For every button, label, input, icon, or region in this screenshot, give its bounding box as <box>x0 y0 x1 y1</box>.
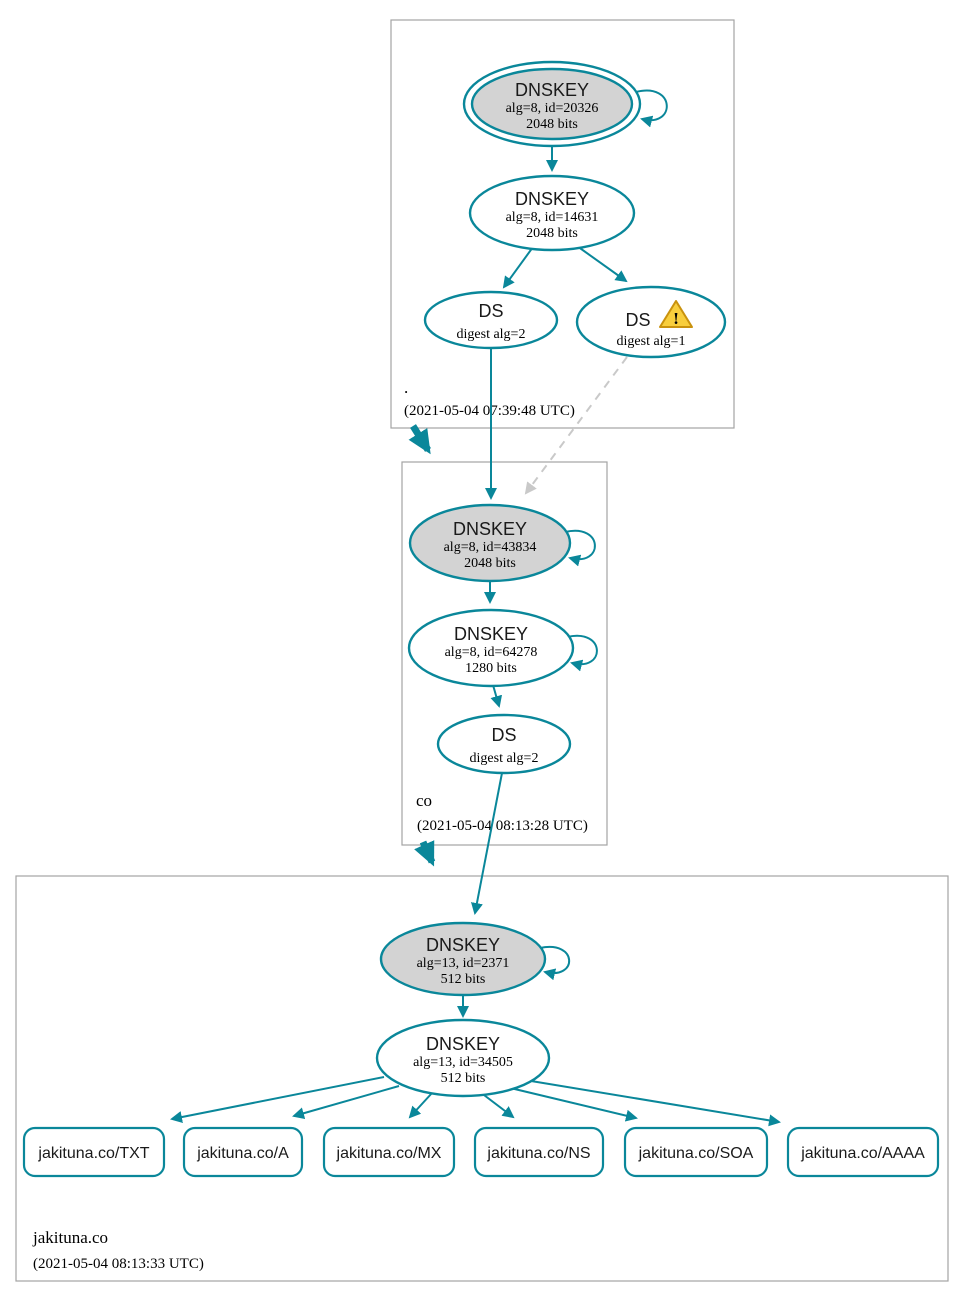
node-root-ds-alg2[interactable]: DS digest alg=2 <box>423 290 559 350</box>
node-rrset-a[interactable]: jakituna.co/A <box>182 1126 304 1178</box>
node-rrset-soa[interactable]: jakituna.co/SOA <box>623 1126 769 1178</box>
edge-co-zsk-signs-ds <box>490 684 503 708</box>
edge-zsk-signs-mx <box>408 1092 433 1119</box>
zone-label-co: co <box>416 791 432 810</box>
rrset-aaaa-box <box>786 1126 940 1178</box>
rrset-txt-box <box>22 1126 166 1178</box>
edge-root-zsk-signs-ds2 <box>502 246 534 289</box>
rrset-mx-label: jakituna.co/MX <box>336 1145 442 1162</box>
zone-timestamp-root: (2021-05-04 07:39:48 UTC) <box>404 403 575 419</box>
node-jakituna-ksk-dnskey[interactable]: DNSKEY alg=13, id=2371 512 bits <box>379 921 547 997</box>
rrset-a-box <box>182 1126 304 1178</box>
edge-zsk-signs-aaaa <box>524 1079 781 1127</box>
co-ksk-bits: 2048 bits <box>464 556 516 571</box>
co-zsk-bits: 1280 bits <box>465 661 517 676</box>
self-sign-loop-jakituna-ksk <box>539 945 571 981</box>
self-sign-loop-co-ksk <box>564 529 596 567</box>
root-zsk-bits: 2048 bits <box>526 226 578 241</box>
rrset-soa-label: jakituna.co/SOA <box>638 1145 754 1162</box>
root-ksk-alg: alg=8, id=20326 <box>506 101 599 116</box>
root-ksk-bits: 2048 bits <box>526 117 578 132</box>
jakituna-ksk-ellipse <box>379 921 547 997</box>
jakituna-ksk-bits: 512 bits <box>441 972 486 987</box>
root-zsk-ellipse <box>468 174 636 252</box>
node-co-ksk-dnskey[interactable]: DNSKEY alg=8, id=43834 2048 bits <box>408 503 572 583</box>
co-ksk-ellipse <box>408 503 572 583</box>
node-rrset-mx[interactable]: jakituna.co/MX <box>322 1126 456 1178</box>
delegation-arrow-co-to-jakituna <box>414 840 436 867</box>
jakituna-ksk-title: DNSKEY <box>426 935 500 955</box>
svg-text:!: ! <box>673 310 680 328</box>
node-co-ds-alg2[interactable]: DS digest alg=2 <box>436 713 572 775</box>
root-zsk-alg: alg=8, id=14631 <box>506 210 599 225</box>
jakituna-zsk-alg: alg=13, id=34505 <box>413 1055 513 1070</box>
rrset-ns-label: jakituna.co/NS <box>486 1145 590 1162</box>
edge-root-ds1-to-co-ksk-dashed <box>524 356 628 495</box>
edge-root-zsk-signs-ds1 <box>576 245 628 283</box>
root-ksk-title: DNSKEY <box>515 80 589 100</box>
rrset-a-label: jakituna.co/A <box>196 1145 289 1162</box>
jakituna-zsk-bits: 512 bits <box>441 1071 486 1086</box>
jakituna-zsk-ellipse <box>375 1018 551 1098</box>
co-zsk-ellipse <box>407 608 575 688</box>
self-sign-loop-root-ksk <box>635 89 668 128</box>
self-sign-loop-co-zsk <box>566 634 598 672</box>
edge-co-ds-to-jakituna-ksk <box>471 772 503 915</box>
root-ds1-title: DS <box>625 310 650 330</box>
rrset-soa-box <box>623 1126 769 1178</box>
node-rrset-txt[interactable]: jakituna.co/TXT <box>22 1126 166 1178</box>
co-ds-ellipse <box>436 713 572 775</box>
root-ksk-inner-ring <box>470 67 634 141</box>
co-ksk-title: DNSKEY <box>453 519 527 539</box>
jakituna-zsk-title: DNSKEY <box>426 1034 500 1054</box>
node-rrset-ns[interactable]: jakituna.co/NS <box>473 1126 605 1178</box>
rrset-txt-label: jakituna.co/TXT <box>37 1145 149 1162</box>
node-root-ds-alg1[interactable]: DS digest alg=1 ! <box>575 285 727 359</box>
jakituna-ksk-alg: alg=13, id=2371 <box>417 956 510 971</box>
zone-timestamp-jakituna-co: (2021-05-04 08:13:33 UTC) <box>33 1256 204 1272</box>
node-co-zsk-dnskey[interactable]: DNSKEY alg=8, id=64278 1280 bits <box>407 608 575 688</box>
root-ds2-title: DS <box>478 301 503 321</box>
delegation-arrow-root-to-co <box>408 424 431 455</box>
co-zsk-alg: alg=8, id=64278 <box>445 645 538 660</box>
rrset-aaaa-label: jakituna.co/AAAA <box>800 1145 925 1162</box>
root-ds2-digest: digest alg=2 <box>457 327 526 342</box>
node-root-ksk-dnskey[interactable]: DNSKEY alg=8, id=20326 2048 bits <box>462 60 642 148</box>
root-ds1-digest: digest alg=1 <box>617 334 686 349</box>
rrset-ns-box <box>473 1126 605 1178</box>
co-ds-digest: digest alg=2 <box>470 751 539 766</box>
edge-zsk-signs-txt <box>170 1076 385 1123</box>
node-root-zsk-dnskey[interactable]: DNSKEY alg=8, id=14631 2048 bits <box>468 174 636 252</box>
edge-zsk-signs-ns <box>479 1091 515 1119</box>
zone-label-jakituna-co: jakituna.co <box>32 1228 108 1247</box>
co-zsk-title: DNSKEY <box>454 624 528 644</box>
rrset-mx-box <box>322 1126 456 1178</box>
root-ds2-ellipse <box>423 290 559 350</box>
node-rrset-aaaa[interactable]: jakituna.co/AAAA <box>786 1126 940 1178</box>
root-zsk-title: DNSKEY <box>515 189 589 209</box>
zone-label-root: . <box>404 378 408 397</box>
node-jakituna-zsk-dnskey[interactable]: DNSKEY alg=13, id=34505 512 bits <box>375 1018 551 1098</box>
root-ds1-ellipse <box>575 285 727 359</box>
edge-zsk-signs-a <box>292 1085 400 1120</box>
warning-triangle-icon: ! <box>659 300 693 328</box>
co-ksk-alg: alg=8, id=43834 <box>444 540 537 555</box>
co-ds-title: DS <box>491 725 516 745</box>
zone-timestamp-co: (2021-05-04 08:13:28 UTC) <box>417 818 588 834</box>
edge-zsk-signs-soa <box>501 1085 638 1122</box>
